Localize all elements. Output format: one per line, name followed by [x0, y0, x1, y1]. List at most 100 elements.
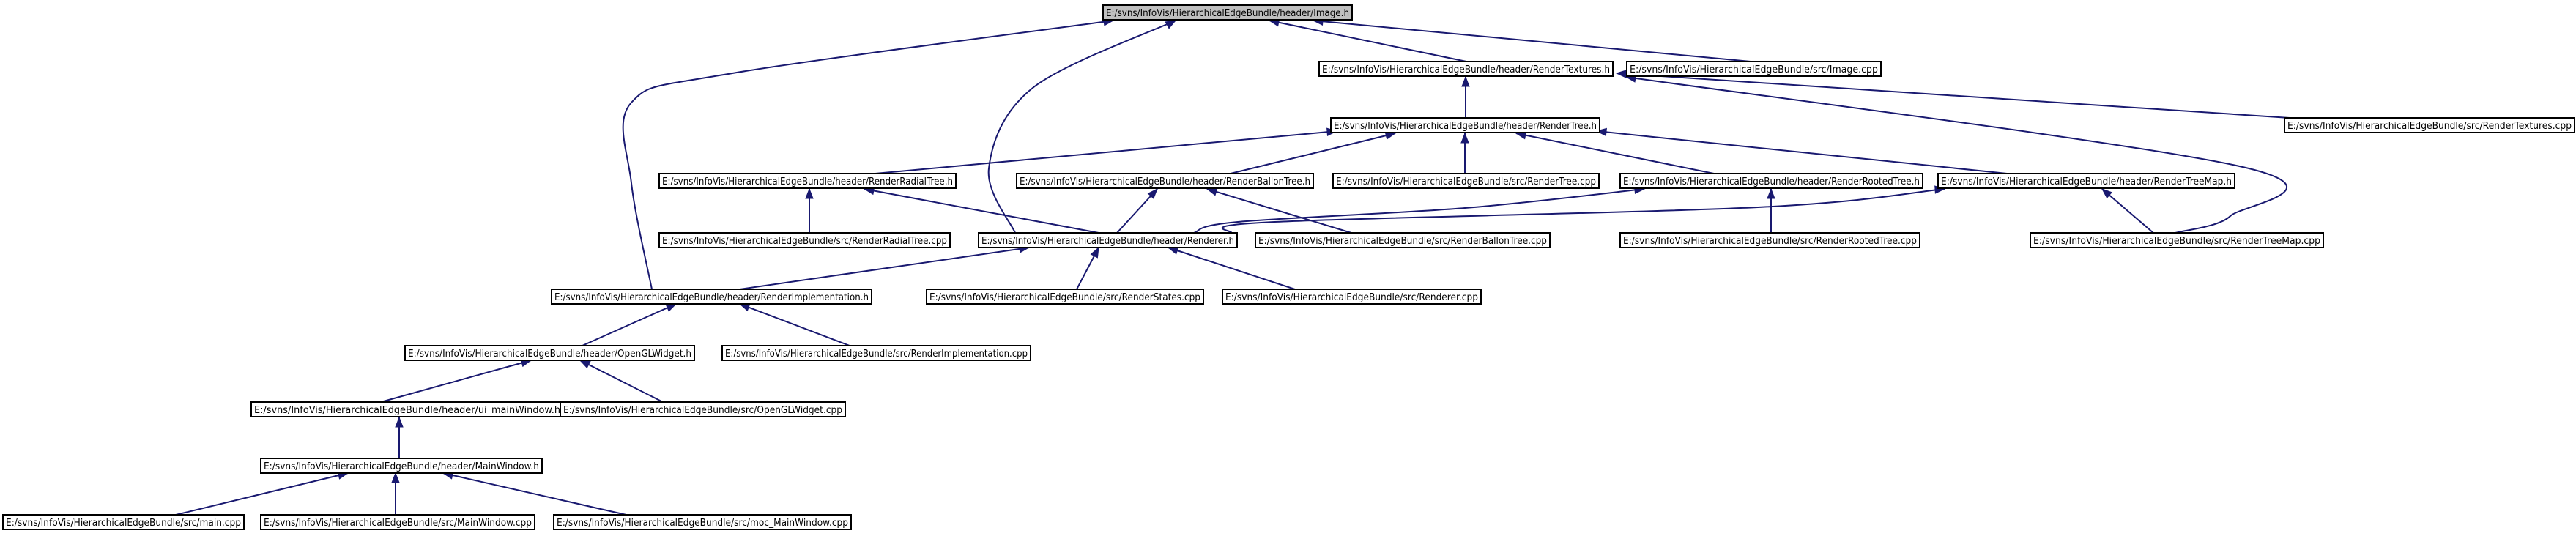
edge-arrowhead [665, 303, 678, 312]
node-box[interactable] [1255, 232, 1551, 248]
node-box[interactable] [658, 173, 957, 189]
node-box[interactable] [260, 514, 535, 530]
edge-line [175, 472, 349, 516]
node-box[interactable] [2030, 232, 2324, 248]
node-box[interactable] [658, 232, 951, 248]
node-label: E:/svns/InfoVis/HierarchicalEdgeBundle/s… [725, 348, 1028, 360]
node-rendertreemap-cpp[interactable]: E:/svns/InfoVis/HierarchicalEdgeBundle/s… [2030, 232, 2324, 248]
node-renderimplementation-cpp[interactable]: E:/svns/InfoVis/HierarchicalEdgeBundle/s… [721, 345, 1031, 361]
edge-openglwidget_cpp-to-openglwidget_h [579, 360, 664, 403]
node-box[interactable] [2284, 117, 2575, 133]
edge-renderer_h-to-renderrootedtree_h [1193, 185, 1646, 234]
edge-line [739, 303, 850, 346]
edge-image_cpp-to-image_h [1312, 17, 1751, 62]
node-label: E:/svns/InfoVis/HierarchicalEdgeBundle/s… [2287, 120, 2572, 132]
edge-arrowhead [2101, 188, 2112, 199]
edge-line [1206, 188, 1352, 234]
node-renderimplementation-h[interactable]: E:/svns/InfoVis/HierarchicalEdgeBundle/h… [551, 289, 872, 305]
node-label: E:/svns/InfoVis/HierarchicalEdgeBundle/s… [1630, 64, 1878, 75]
node-box[interactable] [553, 514, 852, 530]
node-box[interactable] [1332, 173, 1600, 189]
node-rendertextures-h[interactable]: E:/svns/InfoVis/HierarchicalEdgeBundle/h… [1318, 61, 1614, 77]
edge-arrowhead [738, 303, 751, 312]
edge-openglwidget_h-to-renderimplementation_h [582, 303, 678, 346]
edge-rendertree_h-to-rendertextures_h [1461, 75, 1470, 118]
node-box[interactable] [978, 232, 1238, 248]
edge-renderballontree_h-to-rendertree_h [1230, 131, 1397, 174]
node-box[interactable] [1016, 173, 1314, 189]
node-renderer-h[interactable]: E:/svns/InfoVis/HierarchicalEdgeBundle/h… [978, 232, 1238, 248]
node-label: E:/svns/InfoVis/HierarchicalEdgeBundle/h… [408, 348, 691, 360]
node-box[interactable] [926, 289, 1204, 305]
node-moc-mainwindow-cpp[interactable]: E:/svns/InfoVis/HierarchicalEdgeBundle/s… [553, 514, 852, 530]
node-label: E:/svns/InfoVis/HierarchicalEdgeBundle/h… [1106, 7, 1349, 19]
edge-rendertreemap_cpp-to-rendertreemap_h [2101, 188, 2154, 234]
node-box[interactable] [404, 345, 695, 361]
edge-line [1193, 188, 1645, 234]
node-openglwidget-cpp[interactable]: E:/svns/InfoVis/HierarchicalEdgeBundle/s… [560, 401, 846, 417]
node-ui-mainwindow-h[interactable]: E:/svns/InfoVis/HierarchicalEdgeBundle/h… [250, 401, 564, 417]
node-box[interactable] [260, 458, 543, 474]
node-box[interactable] [721, 345, 1031, 361]
edge-line [1625, 76, 2288, 234]
edge-line [579, 360, 664, 403]
edge-arrowhead [1615, 70, 1627, 78]
node-mainwindow-cpp[interactable]: E:/svns/InfoVis/HierarchicalEdgeBundle/s… [260, 514, 535, 530]
node-renderballontree-h[interactable]: E:/svns/InfoVis/HierarchicalEdgeBundle/h… [1016, 173, 1314, 189]
edge-line [622, 20, 1114, 290]
node-renderballontree-cpp[interactable]: E:/svns/InfoVis/HierarchicalEdgeBundle/s… [1255, 232, 1551, 248]
node-renderrootedtree-h[interactable]: E:/svns/InfoVis/HierarchicalEdgeBundle/h… [1619, 173, 1923, 189]
node-box[interactable] [1330, 117, 1600, 133]
edge-arrowhead [1767, 187, 1775, 199]
node-renderrootedtree-cpp[interactable]: E:/svns/InfoVis/HierarchicalEdgeBundle/s… [1619, 232, 1920, 248]
node-label: E:/svns/InfoVis/HierarchicalEdgeBundle/s… [1258, 235, 1547, 247]
edge-renderimplementation_h-to-renderer_h [739, 245, 1031, 290]
edge-line [442, 472, 627, 516]
edge-line [1168, 247, 1296, 290]
node-rendertreemap-h[interactable]: E:/svns/InfoVis/HierarchicalEdgeBundle/h… [1937, 173, 2235, 189]
node-renderradialtree-cpp[interactable]: E:/svns/InfoVis/HierarchicalEdgeBundle/s… [658, 232, 951, 248]
edge-moc_mainwindow_cpp-to-mainwindow_h [442, 471, 627, 516]
node-label: E:/svns/InfoVis/HierarchicalEdgeBundle/h… [554, 291, 869, 303]
edge-rendertreemap_h-to-rendertree_h [1595, 127, 2008, 174]
node-openglwidget-h[interactable]: E:/svns/InfoVis/HierarchicalEdgeBundle/h… [404, 345, 695, 361]
node-box[interactable] [1619, 173, 1923, 189]
node-rendertextures-cpp[interactable]: E:/svns/InfoVis/HierarchicalEdgeBundle/s… [2284, 117, 2575, 133]
edge-arrowhead [1595, 127, 1607, 137]
edge-line [875, 130, 1337, 174]
node-rendertree-cpp[interactable]: E:/svns/InfoVis/HierarchicalEdgeBundle/s… [1332, 173, 1600, 189]
edge-ui_mainwindow_h-to-openglwidget_h [380, 359, 532, 403]
node-mainwindow-h[interactable]: E:/svns/InfoVis/HierarchicalEdgeBundle/h… [260, 458, 543, 474]
node-renderradialtree-h[interactable]: E:/svns/InfoVis/HierarchicalEdgeBundle/h… [658, 173, 957, 189]
node-rendertree-h[interactable]: E:/svns/InfoVis/HierarchicalEdgeBundle/h… [1330, 117, 1600, 133]
edge-main_cpp-to-mainwindow_h [175, 471, 349, 516]
edge-arrowhead [395, 416, 404, 428]
edge-line [1221, 188, 1945, 234]
node-box[interactable] [1626, 61, 1882, 77]
node-box[interactable] [560, 401, 846, 417]
node-box[interactable] [1222, 289, 1482, 305]
edge-line [1616, 73, 2290, 119]
node-box[interactable] [1318, 61, 1614, 77]
node-label: E:/svns/InfoVis/HierarchicalEdgeBundle/s… [662, 235, 947, 247]
edge-renderradialtree_cpp-to-renderradialtree_h [805, 187, 814, 233]
edge-rendertree_cpp-to-rendertree_h [1460, 132, 1469, 174]
node-label: E:/svns/InfoVis/HierarchicalEdgeBundle/h… [981, 235, 1234, 247]
node-image-h[interactable]: E:/svns/InfoVis/HierarchicalEdgeBundle/h… [1102, 4, 1353, 21]
node-label: E:/svns/InfoVis/HierarchicalEdgeBundle/s… [557, 517, 848, 529]
node-box[interactable] [1619, 232, 1920, 248]
node-main-cpp[interactable]: E:/svns/InfoVis/HierarchicalEdgeBundle/s… [2, 514, 245, 530]
node-label: E:/svns/InfoVis/HierarchicalEdgeBundle/s… [1623, 235, 1917, 247]
node-box[interactable] [1937, 173, 2235, 189]
node-label: E:/svns/InfoVis/HierarchicalEdgeBundle/s… [563, 404, 842, 416]
node-image-cpp[interactable]: E:/svns/InfoVis/HierarchicalEdgeBundle/s… [1626, 61, 1882, 77]
node-label: E:/svns/InfoVis/HierarchicalEdgeBundle/h… [1322, 64, 1610, 75]
node-label: E:/svns/InfoVis/HierarchicalEdgeBundle/h… [1020, 176, 1310, 187]
node-renderer-cpp[interactable]: E:/svns/InfoVis/HierarchicalEdgeBundle/s… [1222, 289, 1482, 305]
edge-mainwindow_cpp-to-mainwindow_h [391, 472, 400, 515]
node-renderstates-cpp[interactable]: E:/svns/InfoVis/HierarchicalEdgeBundle/s… [926, 289, 1204, 305]
edge-mainwindow_h-to-ui_mainwindow_h [395, 416, 404, 458]
node-box[interactable] [1102, 4, 1353, 21]
node-box[interactable] [2, 514, 245, 530]
node-box[interactable] [551, 289, 872, 305]
